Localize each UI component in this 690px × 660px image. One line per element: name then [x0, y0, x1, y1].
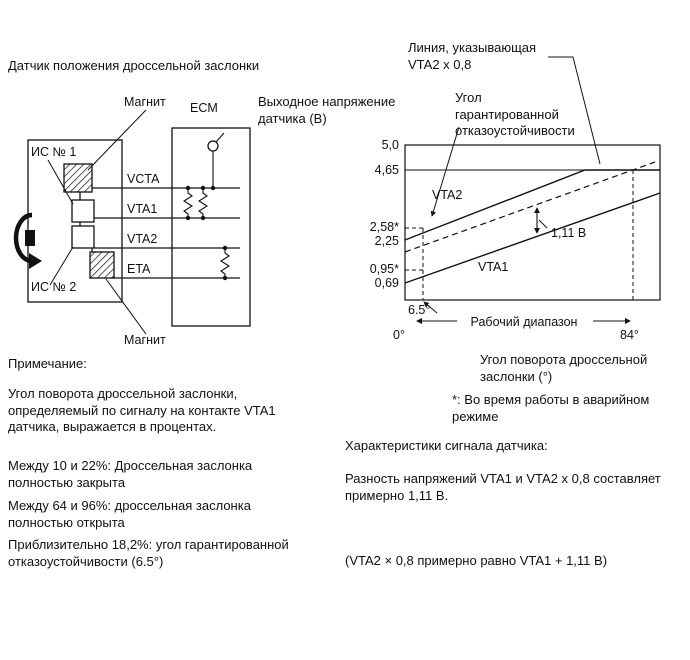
ytick-0-95: 0,95* [370, 262, 399, 276]
pin-label-vcta: VCTA [127, 172, 160, 186]
ecm-terminal-lead [212, 132, 225, 188]
pin-label-eta: ETA [127, 262, 151, 276]
pin-label-vta1: VTA1 [127, 202, 157, 216]
vta2x08-callout-leader [548, 56, 601, 165]
magnet-bottom-shape [89, 251, 115, 279]
graph-labels: 5,0 4,65 2,58* 2,25 0,95* 0,69 VTA2 VTA1… [370, 138, 639, 342]
failsafe-hlines [405, 227, 423, 271]
vta1-series-label: VTA1 [478, 260, 508, 274]
magnet-bottom-label: Магнит [124, 333, 166, 347]
ecm-terminal-circle [207, 140, 219, 152]
signal-heading: Характеристики сигнала датчика: [345, 438, 548, 453]
ecm-label: ECM [190, 101, 218, 115]
note-paragraph-4: Приблизительно 18,2%: угол гарантированн… [8, 537, 289, 569]
page-title: Датчик положения дроссельной заслонки [8, 58, 260, 73]
vta2-series-label: VTA2 [432, 188, 462, 202]
vta2-series-line [404, 169, 660, 241]
xtick-0: 0° [393, 328, 405, 342]
vta2x08-callout: Линия, указывающая VTA2 x 0,8 [408, 40, 537, 72]
resistor-3 [219, 248, 231, 278]
hall-ic-1-shape [71, 199, 95, 223]
sensor-circuit [13, 109, 251, 335]
ic1-label: ИС № 1 [31, 145, 76, 159]
ic2-label: ИС № 2 [31, 280, 76, 294]
resistor-2 [197, 188, 209, 218]
failsafe-callout-arrow [430, 126, 460, 217]
vta1-series-line [404, 192, 661, 284]
ic2-leader [49, 246, 74, 286]
ytick-4-65: 4,65 [375, 163, 399, 177]
x-axis-title: Угол поворота дроссельной заслонки (°) [480, 352, 648, 384]
note-heading: Примечание: [8, 356, 87, 371]
resistor-1 [182, 188, 194, 218]
failsafe-angle-arrow [423, 301, 438, 314]
ecm-box [171, 127, 251, 327]
delta-leader [538, 219, 548, 229]
working-range-label: Рабочий диапазон [471, 315, 578, 329]
magnet-top-shape [63, 163, 93, 193]
y-axis-title: Выходное напряжение датчика (В) [258, 94, 396, 126]
failsafe-angle-label: 6.5° [408, 303, 430, 317]
junction-dots [185, 185, 228, 281]
hall-ic-2-shape [71, 225, 95, 249]
ic1-leader [47, 159, 74, 205]
delta-voltage-label: 1,11 В [551, 226, 586, 240]
note-paragraph-3: Между 64 и 96%: дроссельная заслонка пол… [8, 498, 251, 530]
failsafe-callout: Угол гарантированной отказоустойчивости [455, 90, 575, 138]
ytick-0-69: 0,69 [375, 276, 399, 290]
note-paragraph-2: Между 10 и 22%: Дроссельная заслонка пол… [8, 458, 253, 490]
vta2x08-dashed-line [404, 161, 656, 253]
pin-label-vta2: VTA2 [127, 232, 157, 246]
xtick-84: 84° [620, 328, 639, 342]
signal-paragraph-2: (VTA2 × 0,8 примерно равно VTA1 + 1,11 В… [345, 553, 608, 568]
circuit-labels: VCTA VTA1 VTA2 ETA ECM ИС № 1 ИС № 2 Маг… [31, 95, 218, 347]
rotation-arrowhead-icon [29, 253, 42, 269]
note-paragraph-1: Угол поворота дроссельной заслонки, опре… [8, 386, 276, 434]
ytick-2-58: 2,58* [370, 220, 399, 234]
plot-area [404, 144, 661, 301]
magnet-top-label: Магнит [124, 95, 166, 109]
magnet-top-leader [87, 109, 147, 171]
rotation-arrow-icon [13, 212, 33, 264]
magnet-bottom-leader [105, 278, 147, 335]
ytick-5-0: 5,0 [382, 138, 399, 152]
sensor-body-box [27, 139, 123, 303]
failsafe-footnote: *: Во время работы в аварийном режиме [452, 392, 650, 424]
signal-paragraph-1: Разность напряжений VTA1 и VTA2 x 0,8 со… [345, 471, 661, 503]
stack-links [79, 192, 93, 252]
ytick-2-25: 2,25 [375, 234, 399, 248]
shaft-shape [25, 230, 35, 246]
signal-graph [404, 56, 661, 325]
